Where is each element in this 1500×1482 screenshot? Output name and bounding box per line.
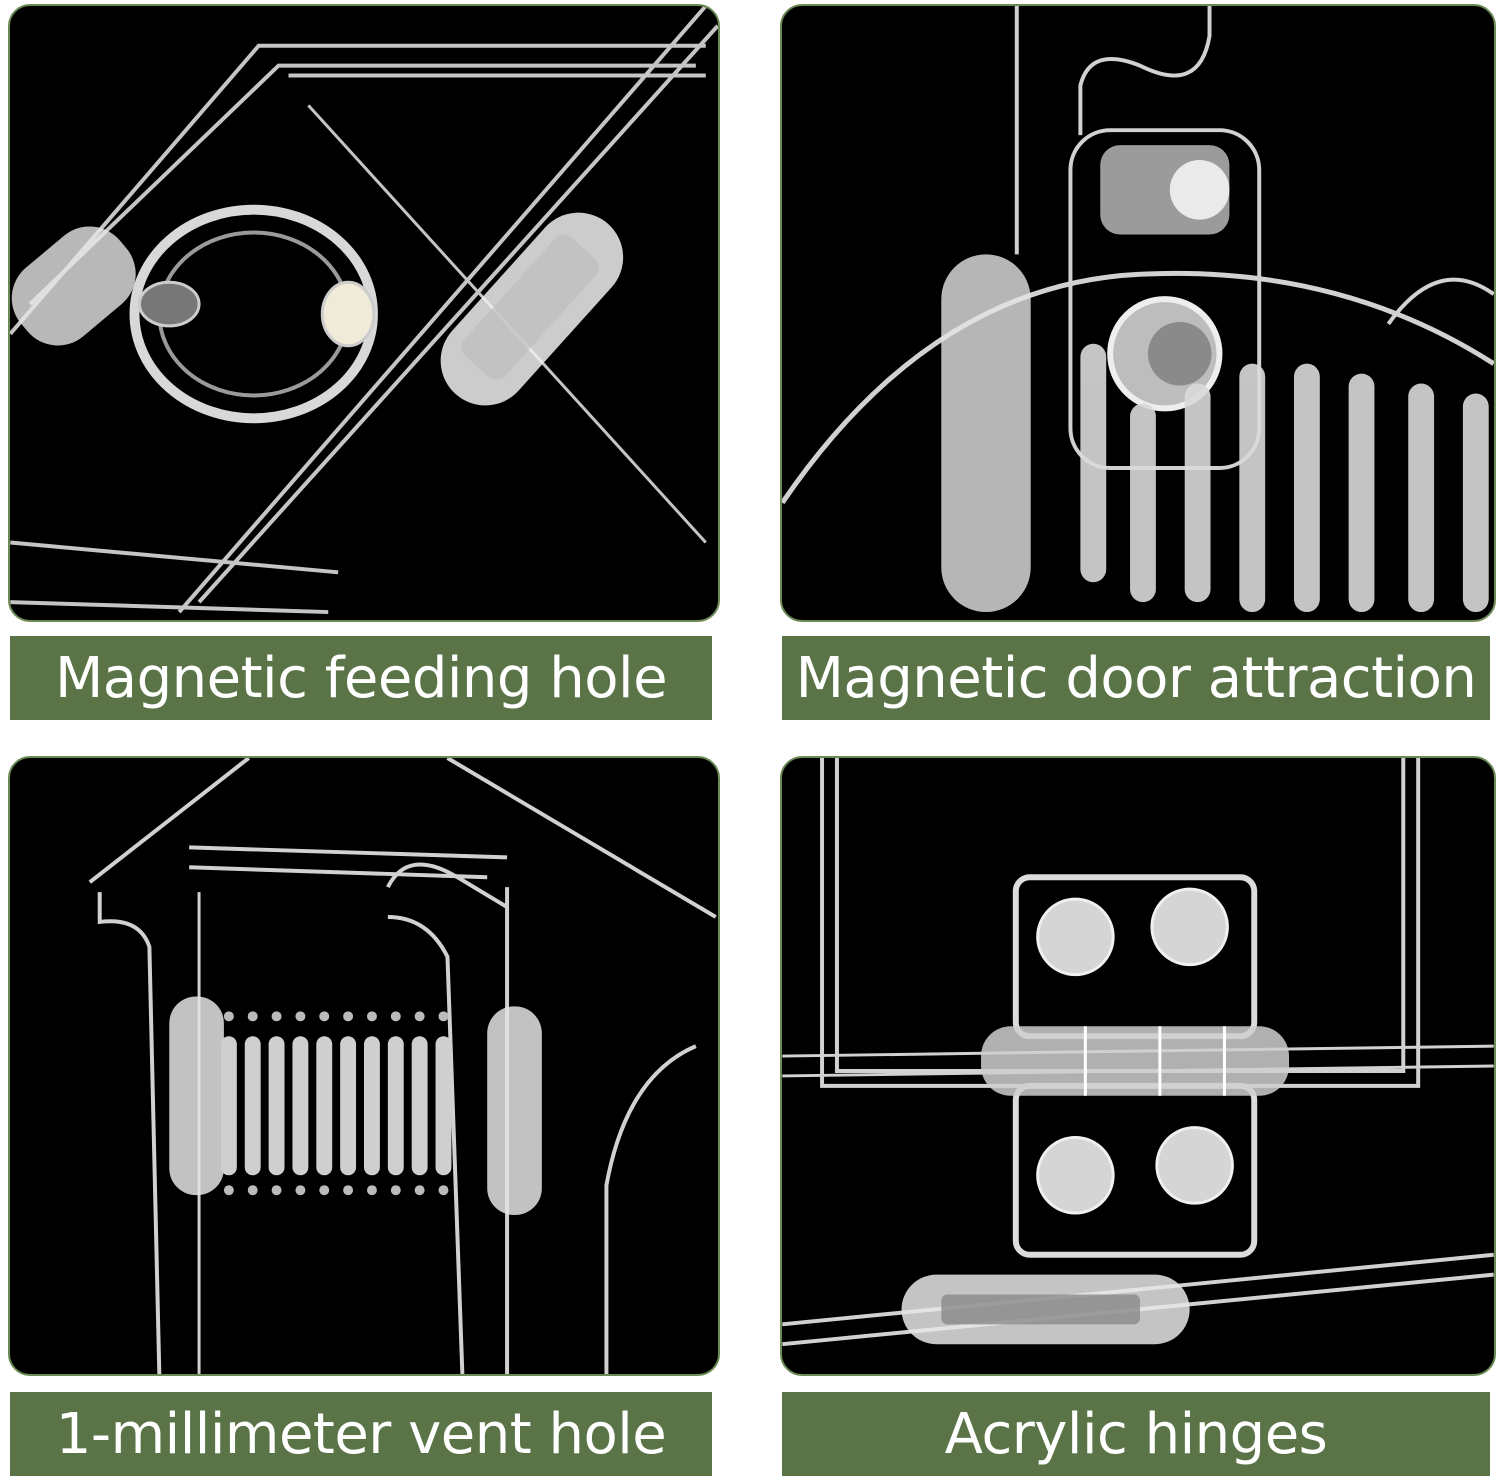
vent-slots-illustration [88, 758, 717, 1374]
hinge-illustration [782, 758, 1494, 1347]
caption-acrylic-hinges: Acrylic hinges [782, 1392, 1490, 1476]
feeding-hole-illustration [10, 6, 718, 615]
caption-feeding-hole: Magnetic feeding hole [10, 636, 712, 720]
feeding-hole-photo [8, 4, 720, 622]
acrylic-hinges-photo [780, 756, 1496, 1376]
vent-hole-photo [8, 756, 720, 1376]
caption-vent-hole: 1-millimeter vent hole [10, 1392, 712, 1476]
caption-door-attraction: Magnetic door attraction [782, 636, 1490, 720]
door-latch-illustration [782, 6, 1494, 613]
door-attraction-photo [780, 4, 1496, 622]
